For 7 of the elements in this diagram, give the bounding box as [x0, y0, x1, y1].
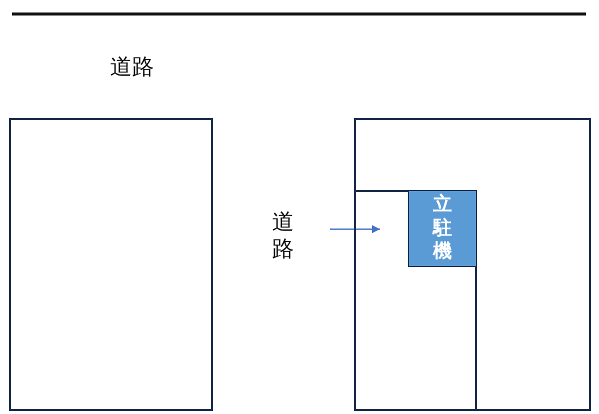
- building-outline: [9, 118, 213, 411]
- road-label: 道路: [110, 54, 154, 82]
- arrow: [330, 225, 380, 234]
- building-outline: [354, 118, 591, 411]
- parking-area-outline: [354, 190, 477, 411]
- road-label: 道路: [268, 205, 298, 267]
- parking-machine-box: 立駐機: [408, 190, 477, 267]
